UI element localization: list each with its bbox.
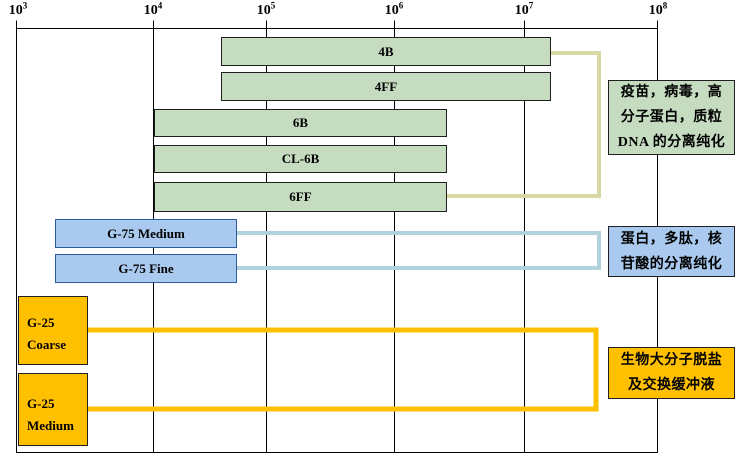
annotation-line: 及交换缓冲液 — [628, 378, 715, 393]
bar-4ff: 4FF — [221, 72, 551, 101]
g25-group-bracket — [88, 327, 599, 412]
annotation-line: DNA 的分离纯化 — [617, 135, 726, 150]
g25-medium-label-line1: G-25 — [27, 396, 55, 411]
x-tick-1e8: 108 — [648, 0, 668, 18]
x-tick-1e4: 104 — [143, 0, 163, 18]
sepharose-group-bracket — [447, 51, 601, 198]
box-g25-coarse: G-25 Coarse — [18, 296, 88, 365]
bar-4b: 4B — [221, 37, 551, 66]
bar-cl-6b: CL-6B — [154, 145, 447, 173]
annotation-line: 分子蛋白，质粒 — [620, 110, 723, 125]
annotation-line: 生物大分子脱盐 — [620, 353, 723, 368]
g75-group-bracket — [237, 231, 601, 270]
g25-medium-label-line2: Medium — [27, 418, 74, 433]
bar-g75-medium: G-75 Medium — [55, 219, 237, 248]
annotation-line: 疫苗，病毒，高 — [620, 85, 723, 100]
x-tick-1e6: 106 — [384, 0, 404, 18]
x-tick-1e3: 103 — [8, 0, 28, 18]
box-g25-medium: G-25 Medium — [18, 373, 88, 446]
bar-6b: 6B — [154, 109, 447, 137]
bar-6ff: 6FF — [154, 182, 447, 212]
bar-g75-fine: G-75 Fine — [55, 254, 237, 283]
x-tick-1e7: 107 — [514, 0, 534, 18]
annotation-sepharose-applications: 疫苗，病毒，高 分子蛋白，质粒 DNA 的分离纯化 — [608, 80, 735, 155]
x-tick-1e5: 105 — [256, 0, 276, 18]
annotation-line: 蛋白，多肽，核 — [620, 231, 723, 247]
g25-coarse-label-line2: Coarse — [27, 337, 66, 352]
annotation-g75-applications: 蛋白，多肽，核 苷酸的分离纯化 — [608, 226, 735, 277]
g25-coarse-label-line1: G-25 — [27, 315, 55, 330]
annotation-g25-applications: 生物大分子脱盐 及交换缓冲液 — [608, 347, 735, 399]
annotation-line: 苷酸的分离纯化 — [620, 256, 723, 272]
